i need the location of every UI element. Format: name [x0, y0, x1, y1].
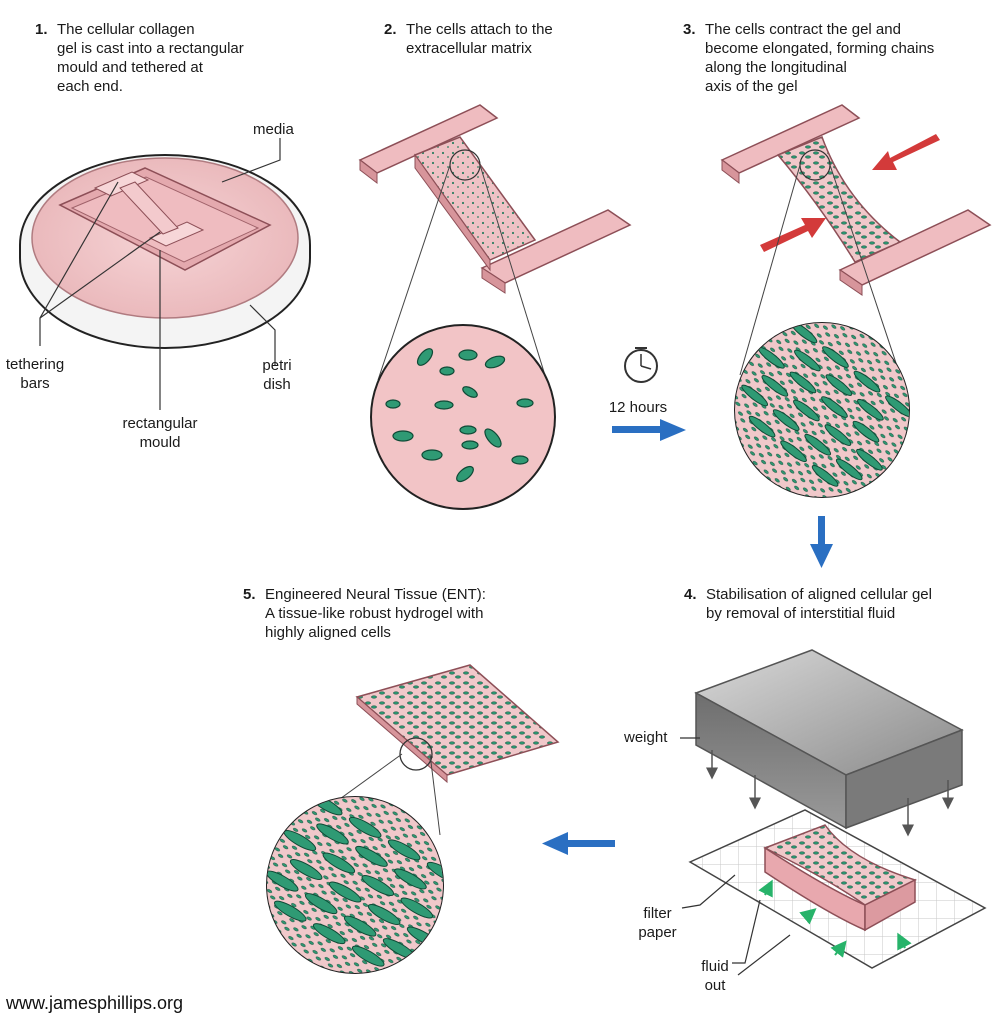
gel-step4 — [763, 824, 918, 932]
gel-step3 — [720, 104, 992, 296]
gel-step2 — [358, 104, 632, 294]
label-weight: weight — [624, 729, 668, 746]
step-3-text: The cells contract the gel and become el… — [705, 21, 935, 95]
step-4-number: 4. — [684, 586, 697, 603]
zoom-lines-3 — [739, 164, 901, 376]
zoom-lines-2 — [377, 164, 549, 386]
filter-paper — [688, 809, 987, 969]
label-petri-dish: petri dish — [262, 357, 292, 393]
label-fluid-out: fluid out — [701, 958, 729, 994]
label-filter-paper: filter paper — [638, 905, 677, 941]
step-3-number: 3. — [683, 21, 696, 38]
label-media: media — [253, 121, 294, 138]
label-12-hours: 12 hours — [608, 399, 668, 416]
blue-arrow-down — [810, 516, 833, 568]
website-credit[interactable]: www.jamesphillips.org — [6, 993, 184, 1013]
ent-sheet — [355, 664, 560, 784]
weight-block — [694, 649, 964, 830]
panel1-leader-lines — [39, 138, 281, 410]
red-compression-arrow — [760, 134, 940, 252]
panel4-leader-lines — [680, 737, 791, 976]
clock-icon — [624, 347, 658, 383]
step-2-text: The cells attach to the extracellular ma… — [406, 21, 553, 57]
step-5-text: Engineered Neural Tissue (ENT): A tissue… — [265, 586, 486, 641]
step-2-number: 2. — [384, 21, 397, 38]
step-4-text: Stabilisation of aligned cellular gel by… — [706, 586, 932, 622]
zoom-circle-5 — [266, 796, 444, 974]
zoom-circle-3 — [734, 322, 910, 498]
step-1-number: 1. — [35, 21, 48, 38]
label-tethering-bars: tethering bars — [5, 356, 65, 392]
step-1-text: The cellular collagen gel is cast into a… — [57, 21, 244, 95]
step-5-number: 5. — [243, 586, 256, 603]
green-fluid-arrow — [758, 879, 912, 958]
weight-arrows — [706, 750, 954, 837]
blue-arrow-right — [612, 419, 686, 441]
label-rectangular-mould: rectangular mould — [122, 415, 198, 451]
tethering-bars — [93, 171, 205, 247]
zoom-circle-2 — [370, 324, 556, 510]
blue-arrow-left — [542, 832, 615, 855]
